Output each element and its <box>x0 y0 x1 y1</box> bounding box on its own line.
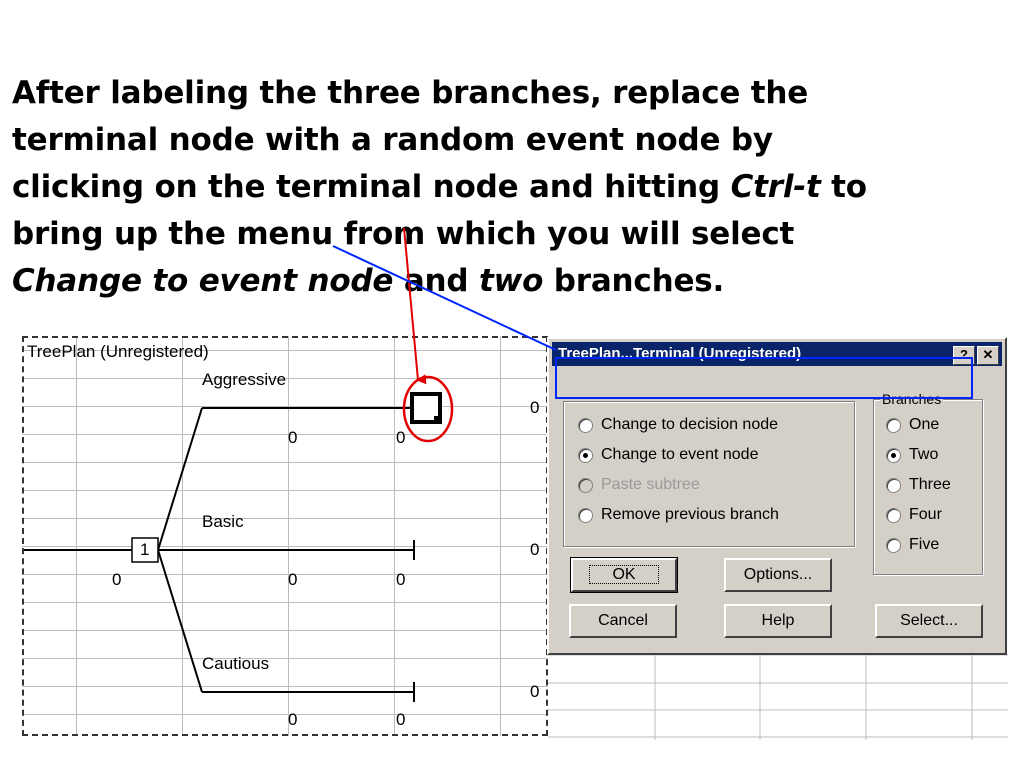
radio-circle-selected[interactable] <box>578 447 593 463</box>
help-title-button[interactable]: ? <box>953 346 975 365</box>
radio-circle[interactable] <box>578 417 593 433</box>
aggressive-value-right: 0 <box>396 428 406 447</box>
radio-branches-one[interactable]: One <box>886 416 939 434</box>
instruction-line-5: Change to event node and two branches. <box>12 258 1012 305</box>
actions-group: Change to decision node Change to event … <box>563 401 855 547</box>
branch-count: two <box>479 263 544 299</box>
ok-button[interactable]: OK <box>570 557 678 593</box>
action-name: Change to event node <box>12 263 394 299</box>
radio-circle[interactable] <box>578 507 593 523</box>
options-button[interactable]: Options... <box>724 558 832 592</box>
basic-terminal-value: 0 <box>530 540 540 559</box>
decision-tree-lines <box>24 392 442 702</box>
cautious-value-left: 0 <box>288 710 298 729</box>
radio-branches-five[interactable]: Five <box>886 536 939 554</box>
instruction-line-5-mid: and <box>393 263 480 299</box>
branch-label-cautious: Cautious <box>202 654 270 673</box>
radio-circle[interactable] <box>886 417 901 433</box>
ok-button-label: OK <box>589 565 659 584</box>
radio-remove-previous-branch[interactable]: Remove previous branch <box>578 506 779 524</box>
cautious-terminal-value: 0 <box>530 682 540 701</box>
instruction-line-3-pre: clicking on the terminal node and hittin… <box>12 169 731 205</box>
branch-line-cautious-diag <box>157 549 203 693</box>
instruction-line-3-post: to <box>820 169 867 205</box>
radio-branches-two[interactable]: Two <box>886 446 938 464</box>
radio-circle[interactable] <box>886 537 901 553</box>
radio-label: Four <box>909 506 942 523</box>
radio-circle[interactable] <box>886 507 901 523</box>
aggressive-value-left: 0 <box>288 428 298 447</box>
branch-line-aggressive-diag <box>157 407 203 551</box>
root-value: 0 <box>112 570 122 589</box>
radio-label: Two <box>909 446 939 463</box>
selection-handle <box>434 416 441 423</box>
decision-node-label: 1 <box>140 540 150 559</box>
branches-group-label: Branches <box>880 391 944 407</box>
close-icon: ✕ <box>982 347 994 362</box>
radio-label: Remove previous branch <box>601 506 779 523</box>
radio-change-to-event-node[interactable]: Change to event node <box>578 446 758 464</box>
cancel-button[interactable]: Cancel <box>569 604 677 638</box>
radio-label: Paste subtree <box>601 476 700 493</box>
radio-circle[interactable] <box>886 477 901 493</box>
aggressive-terminal-value: 0 <box>530 398 540 417</box>
basic-value-left: 0 <box>288 570 298 589</box>
instruction-line-1: After labeling the three branches, repla… <box>12 75 809 111</box>
instruction-line-5-post: branches. <box>543 263 725 299</box>
radio-circle-selected[interactable] <box>886 447 901 463</box>
radio-label: Three <box>909 476 951 493</box>
instruction-text: After labeling the three branches, repla… <box>12 70 1012 305</box>
basic-value-right: 0 <box>396 570 406 589</box>
close-button[interactable]: ✕ <box>977 346 999 365</box>
radio-circle <box>578 477 593 493</box>
shortcut-key: Ctrl-t <box>730 169 821 205</box>
select-button[interactable]: Select... <box>875 604 983 638</box>
radio-label: Change to decision node <box>601 416 779 433</box>
radio-paste-subtree: Paste subtree <box>578 476 700 494</box>
cautious-value-right: 0 <box>396 710 406 729</box>
radio-label: One <box>909 416 940 433</box>
treeplan-title: TreePlan (Unregistered) <box>27 342 209 361</box>
radio-label: Change to event node <box>601 446 759 463</box>
treeplan-terminal-dialog[interactable]: TreePlan...Terminal (Unregistered) ? ✕ C… <box>547 337 1007 655</box>
instruction-line-4: bring up the menu from which you will se… <box>12 216 795 252</box>
instruction-line-2: terminal node with a random event node b… <box>12 122 773 158</box>
help-button[interactable]: Help <box>724 604 832 638</box>
dialog-title-bar[interactable]: TreePlan...Terminal (Unregistered) ? ✕ <box>552 342 1002 366</box>
title-highlight-box <box>555 357 973 399</box>
branch-label-basic: Basic <box>202 512 244 531</box>
branch-label-aggressive: Aggressive <box>202 370 287 389</box>
radio-change-to-decision-node[interactable]: Change to decision node <box>578 416 778 434</box>
radio-branches-three[interactable]: Three <box>886 476 951 494</box>
radio-branches-four[interactable]: Four <box>886 506 942 524</box>
instruction-line-3: clicking on the terminal node and hittin… <box>12 164 1012 211</box>
spreadsheet-area[interactable]: TreePlan (Unregistered) Aggressive 0 0 0… <box>22 336 548 736</box>
radio-label: Five <box>909 536 940 553</box>
decision-node-box <box>131 537 159 563</box>
branches-group: Branches One Two Three Four Five <box>873 391 983 575</box>
